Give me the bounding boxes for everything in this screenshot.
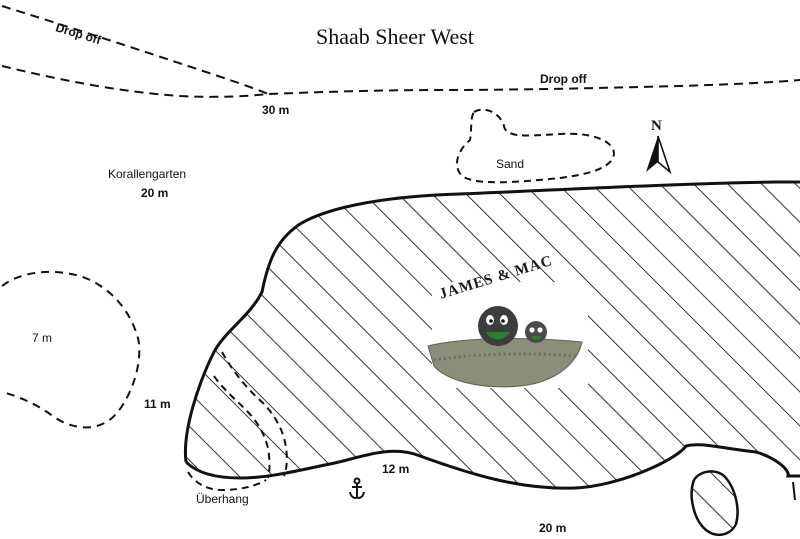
label-ueberhang: Überhang <box>196 492 249 506</box>
label-sand: Sand <box>496 157 525 171</box>
north-arrow-icon <box>646 135 672 175</box>
label-drop-off-right: Drop off <box>540 72 587 86</box>
rock-bottom-right <box>690 470 739 537</box>
sand-patch-outline <box>455 108 616 184</box>
logo-image <box>427 282 588 388</box>
label-depth-30m: 30 m <box>262 103 290 117</box>
label-north: N <box>651 118 662 134</box>
anchor-icon <box>349 477 365 499</box>
drop-off-line-top-left <box>1 5 269 95</box>
label-depth-20m-bottom: 20 m <box>539 521 567 535</box>
drop-off-line-long <box>1 65 800 98</box>
reef-patch-7m <box>1 270 141 429</box>
label-korallengarten-depth: 20 m <box>141 186 169 200</box>
overhang-channel <box>187 351 288 492</box>
label-depth-12m: 12 m <box>382 462 410 476</box>
label-depth-7m: 7 m <box>32 331 53 345</box>
map-title: Shaab Sheer West <box>316 24 474 49</box>
label-depth-11m: 11 m <box>144 397 171 411</box>
label-korallengarten: Korallengarten <box>108 167 187 181</box>
